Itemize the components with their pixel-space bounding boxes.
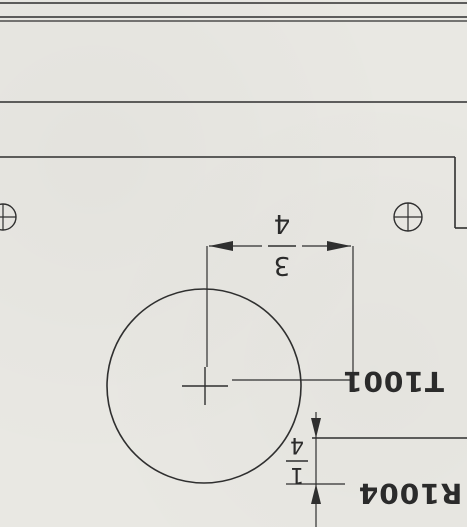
dimension-one-quarter: 1 4 xyxy=(286,412,345,527)
dim-arrow-right xyxy=(327,241,351,251)
mounting-hole-right xyxy=(393,202,423,232)
dim-side-denominator: 4 xyxy=(290,432,304,457)
dim-arrow-left xyxy=(209,241,233,251)
dimension-three-quarter: 3 4 xyxy=(209,208,351,280)
dim-top-numerator: 3 xyxy=(274,250,291,280)
side-arrow-bottom xyxy=(311,484,321,504)
part-label-r1004: R1004 xyxy=(358,477,463,510)
main-hole-circle xyxy=(106,288,302,484)
border-lines xyxy=(0,2,467,229)
part-label-t1001: T1001 xyxy=(342,365,444,398)
side-arrow-top xyxy=(311,418,321,438)
mounting-hole-left xyxy=(0,203,17,231)
extension-lines xyxy=(206,246,467,439)
dim-side-numerator: 1 xyxy=(290,462,304,487)
dim-top-denominator: 4 xyxy=(274,208,291,238)
